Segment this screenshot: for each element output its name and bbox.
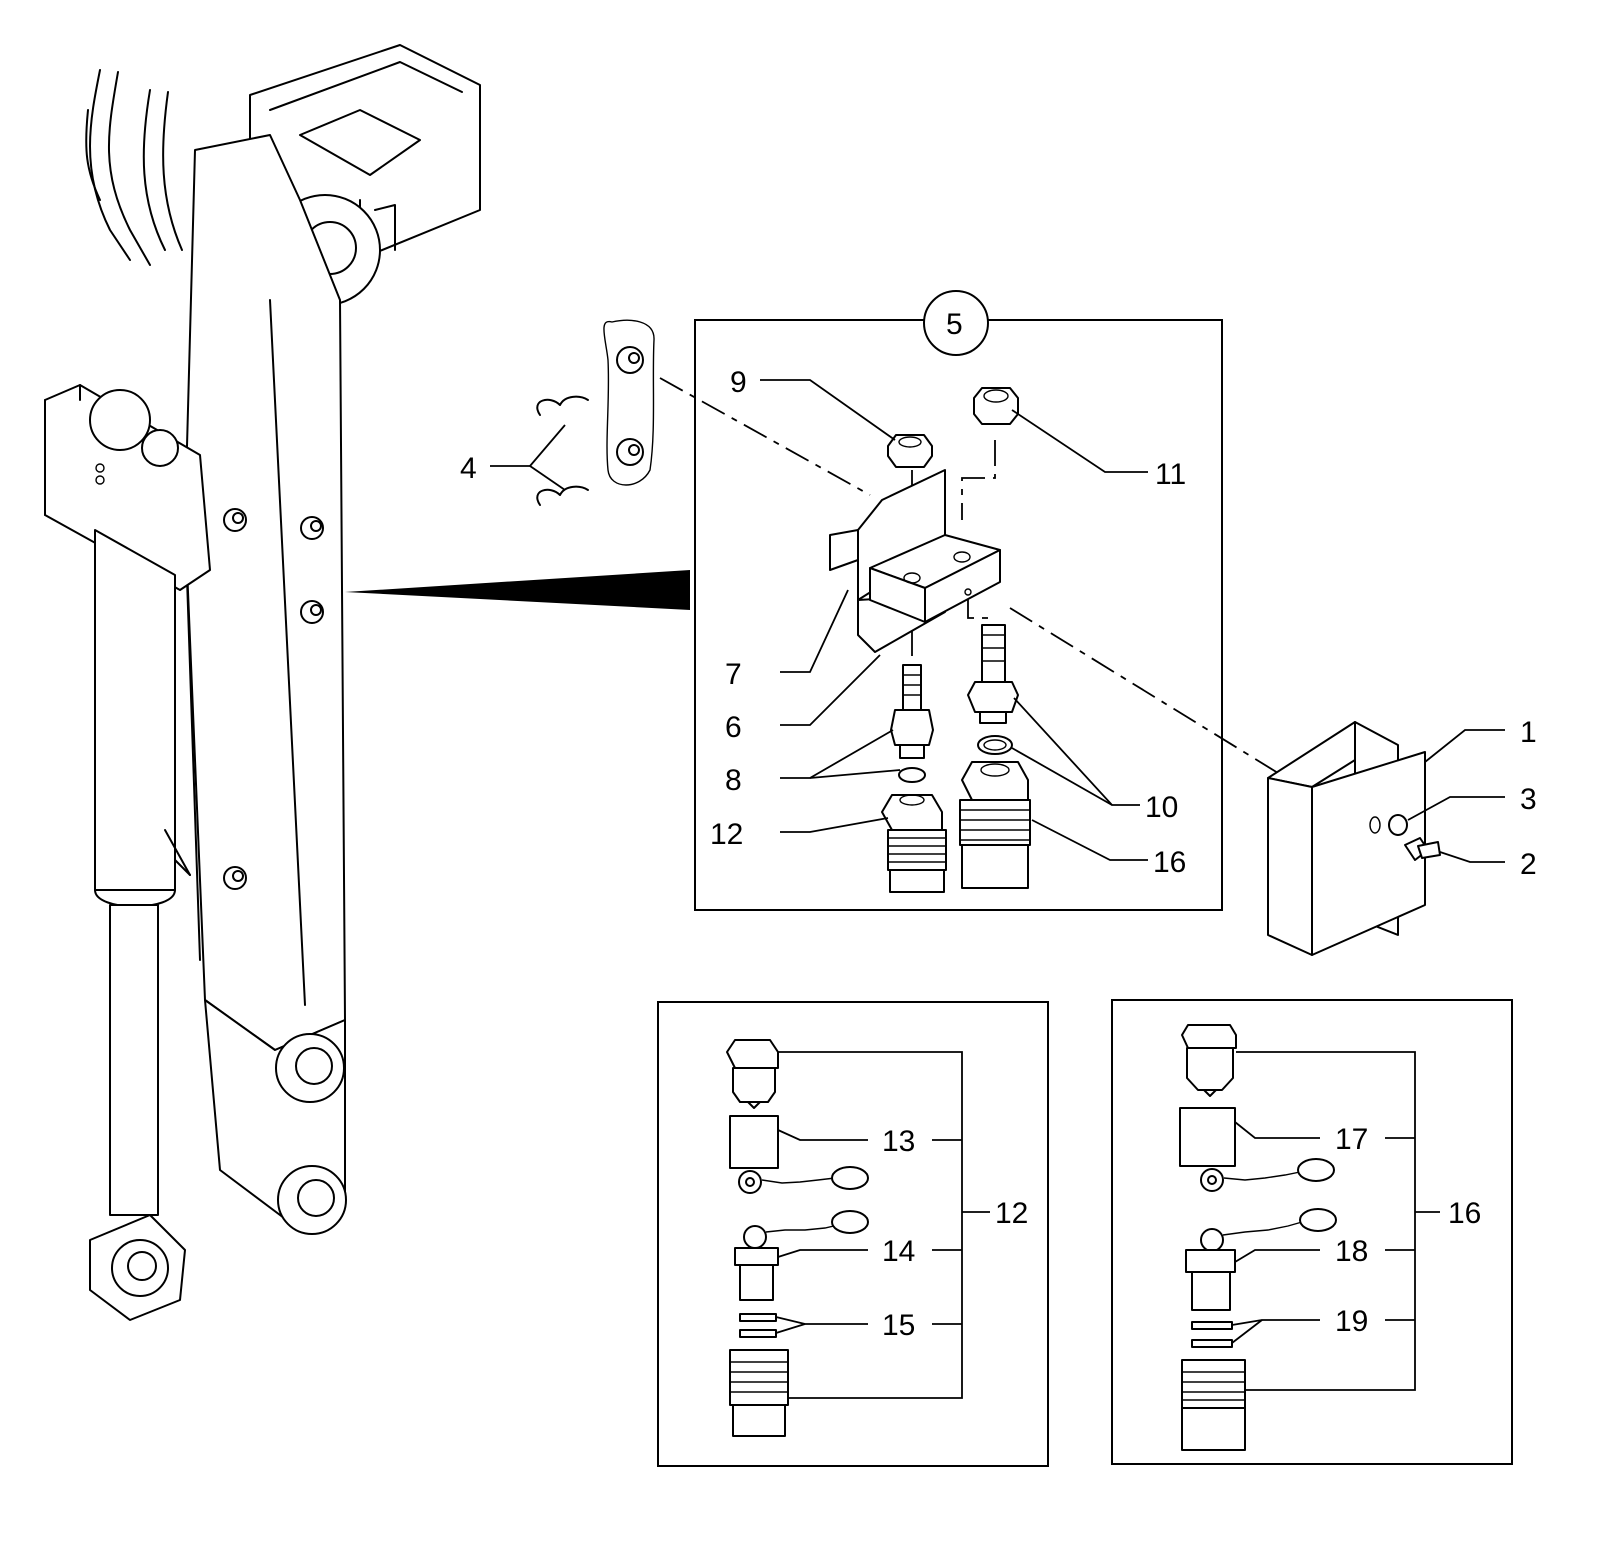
kit12-callout-12: 12 bbox=[995, 1197, 1028, 1230]
kit12-callout-13: 13 bbox=[882, 1125, 915, 1158]
bolt-2 bbox=[1404, 837, 1441, 861]
callout-11: 11 bbox=[1155, 458, 1186, 491]
cover-plate-1 bbox=[1267, 721, 1426, 956]
adapter-fitting-left bbox=[890, 664, 934, 759]
detail-pointer-wedge bbox=[345, 570, 690, 610]
callout-7: 7 bbox=[725, 658, 742, 691]
arm-bolt-heads bbox=[223, 508, 324, 890]
kit12-callout-14: 14 bbox=[882, 1235, 915, 1268]
coupler-16-detail bbox=[959, 761, 1031, 889]
washer-3 bbox=[1388, 814, 1408, 836]
callout-6: 6 bbox=[725, 711, 742, 744]
detail-box-5 bbox=[694, 319, 1223, 911]
kit16-callout-16: 16 bbox=[1448, 1197, 1481, 1230]
nut-9 bbox=[887, 434, 933, 468]
callout-16: 16 bbox=[1153, 846, 1186, 879]
kit16-callout-19: 19 bbox=[1335, 1305, 1368, 1338]
callout-2: 2 bbox=[1520, 848, 1537, 881]
excavator-arm-illustration bbox=[44, 44, 690, 1321]
kit12-callout-15: 15 bbox=[882, 1309, 915, 1342]
kit16-callout-18: 18 bbox=[1335, 1235, 1368, 1268]
kit16-callout-17: 17 bbox=[1335, 1123, 1368, 1156]
nut-11 bbox=[973, 387, 1019, 425]
callout-5-circle bbox=[923, 290, 989, 356]
callout-4: 4 bbox=[460, 452, 477, 485]
callout-3: 3 bbox=[1520, 783, 1537, 816]
callout-10: 10 bbox=[1145, 791, 1178, 824]
coupler-12-detail bbox=[881, 794, 947, 893]
callout-12: 12 bbox=[710, 818, 743, 851]
callout-8: 8 bbox=[725, 764, 742, 797]
o-ring-8 bbox=[898, 767, 926, 783]
o-ring-10 bbox=[977, 735, 1013, 755]
callout-9: 9 bbox=[730, 366, 747, 399]
kit-12-parts bbox=[726, 1039, 869, 1437]
kit-box-12 bbox=[657, 1001, 1049, 1467]
adapter-fitting-right bbox=[967, 624, 1019, 724]
callout-5: 5 bbox=[946, 308, 963, 341]
callout-1: 1 bbox=[1520, 716, 1537, 749]
kit-box-16 bbox=[1111, 999, 1513, 1465]
mounting-bracket-and-manifold-block bbox=[829, 469, 1001, 653]
kit-16-parts bbox=[1179, 1024, 1337, 1451]
pin-and-clip-assembly bbox=[536, 319, 655, 506]
